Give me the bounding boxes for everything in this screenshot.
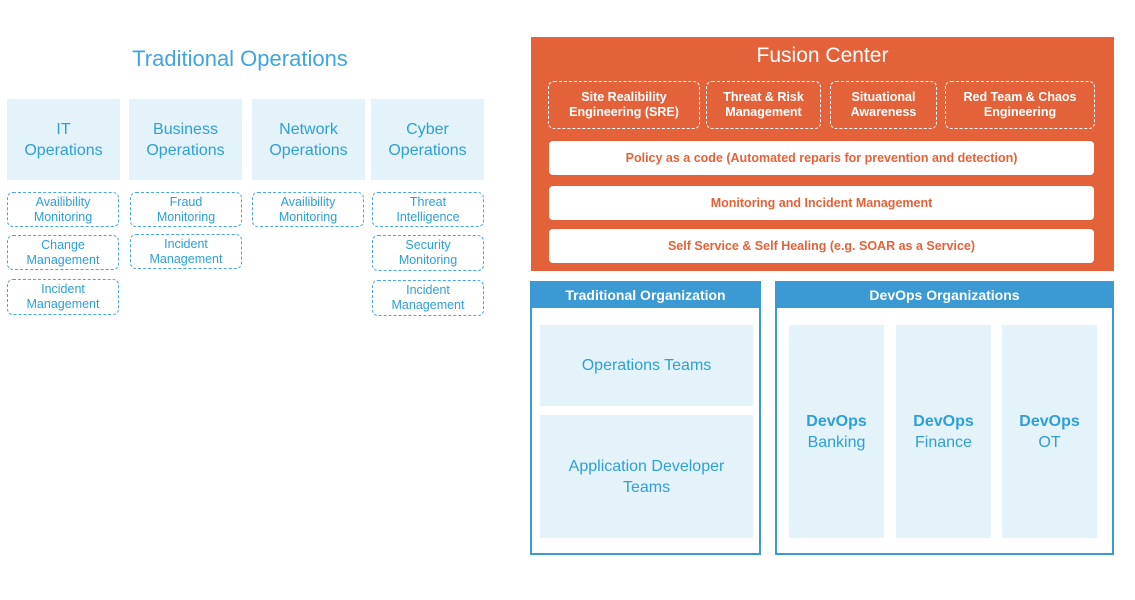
- box-line1: Operations Teams: [581, 357, 712, 374]
- box-line2: Banking: [807, 433, 866, 451]
- box-line2: Monitoring: [156, 209, 216, 224]
- box-line1: Incident: [41, 282, 85, 296]
- operations-teams-box: Operations Teams: [540, 325, 753, 406]
- box-line1: DevOps: [806, 412, 867, 430]
- self-service-bar: Self Service & Self Healing (e.g. SOAR a…: [549, 229, 1094, 263]
- box-line1: Threat: [409, 194, 447, 209]
- box-line1: Application Developer: [568, 457, 725, 475]
- box-line2: Intelligence: [396, 209, 460, 224]
- box-line1: Situational: [851, 90, 916, 104]
- box-line2: Management: [391, 298, 465, 312]
- dept-label-line1: Business: [153, 120, 218, 138]
- box-line1: DevOps: [1019, 412, 1080, 430]
- box-line2: Management: [26, 252, 100, 267]
- devops-ot-box: DevOps OT: [1002, 325, 1097, 538]
- dept-label-line1: Cyber: [406, 120, 449, 138]
- box-line1: Red Team & Chaos: [963, 90, 1077, 104]
- box-line1: Security: [405, 238, 451, 252]
- box-line2: Teams: [622, 478, 671, 496]
- traditional-operations-title: Traditional Operations: [132, 46, 348, 71]
- dept-label-line1: Network: [279, 120, 338, 138]
- box-line1: Incident: [164, 236, 208, 251]
- box-line2: Awareness: [850, 105, 917, 119]
- policy-as-code-bar: Policy as a code (Automated reparis for …: [549, 141, 1094, 175]
- monitoring-incident-bar: Monitoring and Incident Management: [549, 186, 1094, 220]
- dept-label-line2: Operations: [269, 141, 348, 159]
- box-line2: Management: [725, 105, 802, 119]
- dept-label-line2: Operations: [388, 141, 467, 159]
- box-line2: Monitoring: [398, 253, 458, 267]
- fusion-center-title: Fusion Center: [756, 44, 889, 67]
- box-line1: Fraud: [169, 194, 203, 209]
- box-line1: DevOps: [913, 412, 974, 430]
- box-line2: Monitoring: [278, 209, 338, 224]
- box-line1: Threat & Risk: [723, 90, 804, 104]
- dept-label-line2: Operations: [146, 141, 225, 159]
- devops-organizations-header: DevOps Organizations: [775, 281, 1114, 308]
- devops-finance-box: DevOps Finance: [896, 325, 991, 538]
- dept-label-line1: IT: [56, 120, 71, 138]
- box-line1: Availibility: [35, 194, 91, 209]
- box-line2: Management: [26, 297, 100, 311]
- box-line1: Availibility: [280, 194, 336, 209]
- box-line2: Finance: [915, 433, 972, 451]
- box-line1: Incident: [406, 283, 450, 297]
- box-line2: Engineering: [983, 105, 1057, 119]
- it-operations-box: IT Operations: [7, 99, 120, 180]
- box-line2: Monitoring: [33, 209, 93, 224]
- box-line2: Engineering (SRE): [569, 105, 679, 119]
- traditional-organization-header: Traditional Organization: [530, 281, 761, 308]
- devops-banking-box: DevOps Banking: [789, 325, 884, 538]
- box-line1: Site Realibility: [581, 90, 667, 104]
- dept-label-line2: Operations: [24, 141, 103, 159]
- box-line1: Change: [41, 237, 85, 252]
- box-line2: OT: [1038, 433, 1061, 451]
- box-line2: Management: [149, 251, 223, 266]
